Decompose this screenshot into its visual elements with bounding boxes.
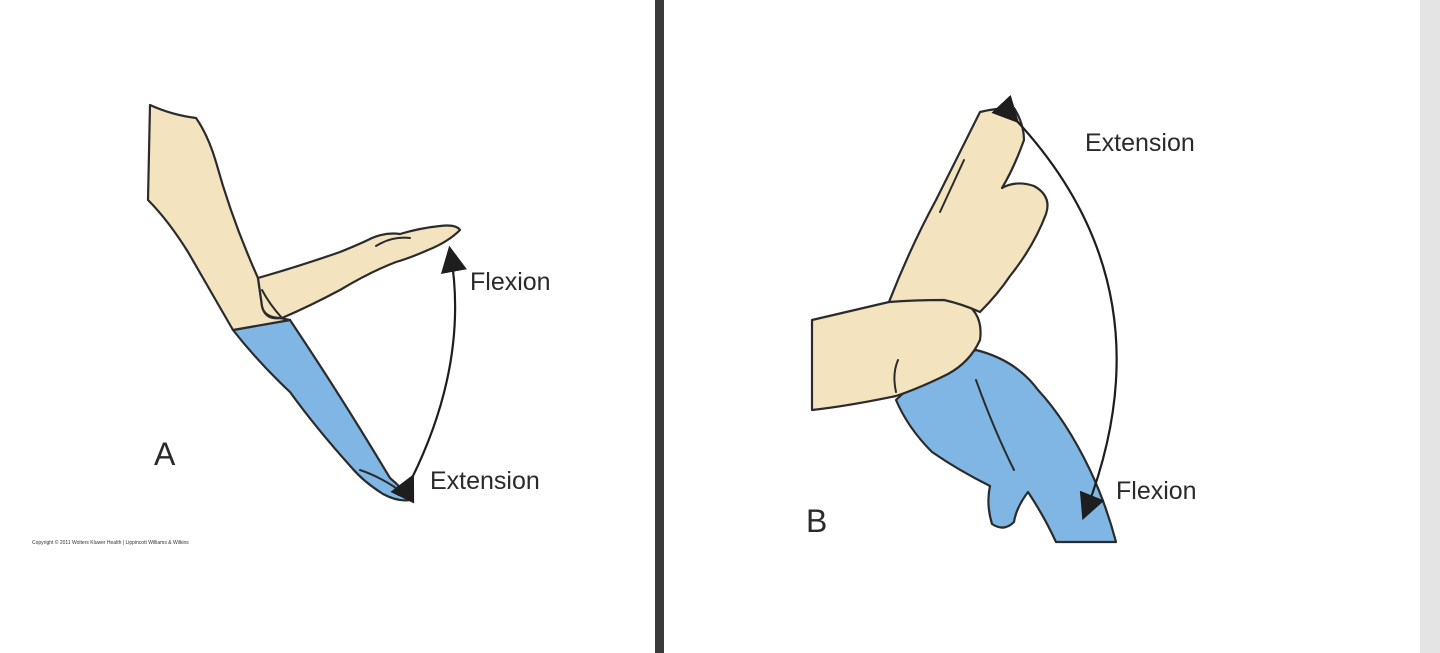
elbow-motion-illustration: Flexion Extension A Copyright © 2011 Wol… [32, 103, 551, 546]
extension-label: Extension [1085, 129, 1195, 157]
panel-divider [655, 0, 664, 653]
elbow-crease [261, 289, 283, 319]
scrollbar-track[interactable] [1420, 0, 1440, 653]
flexion-label: Flexion [1116, 477, 1197, 505]
flexion-label: Flexion [470, 268, 551, 296]
panel-letter-b: B [806, 503, 827, 539]
panel-letter-a: A [154, 436, 176, 472]
copyright-notice: Copyright © 2011 Wolters Kluwer Health |… [32, 539, 189, 546]
flexed-forearm [256, 224, 462, 320]
extension-label: Extension [430, 467, 540, 495]
thumb-contour [375, 236, 411, 247]
extension-flexion-arc [991, 94, 1118, 521]
flexion-extension-arc [390, 245, 467, 504]
finger-contour [939, 159, 965, 213]
wrist-motion-illustration: Extension Flexion B [806, 94, 1197, 544]
diagram-panel-a: Flexion Extension A Copyright © 2011 Wol… [0, 0, 655, 653]
diagram-panel-b: Extension Flexion B [664, 0, 1420, 653]
wrist-crease [893, 359, 899, 393]
extended-forearm [231, 318, 412, 502]
extended-hand [887, 106, 1049, 314]
